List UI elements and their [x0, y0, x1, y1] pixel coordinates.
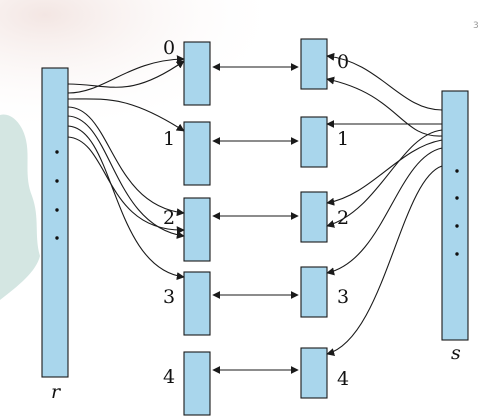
r-to-partition-2-arrow [67, 136, 185, 235]
relation-r-label: r [51, 381, 62, 403]
r-partition-4 [183, 351, 211, 416]
r-ellipsis-dot [55, 179, 59, 183]
s-partition-0 [300, 38, 328, 90]
r-ellipsis-dot [55, 236, 59, 240]
r-to-partition-2-arrow [67, 106, 185, 217]
r-partition-3 [183, 271, 211, 336]
s-partition-2 [300, 191, 328, 243]
s-to-partition-0-arrow [326, 52, 443, 111]
relation-s-label: s [451, 342, 461, 364]
s-to-partition-2-arrow [326, 139, 443, 206]
s-partition-label-2: 2 [337, 207, 349, 229]
s-partition-label-0: 0 [337, 51, 349, 73]
r-to-partition-0-arrow [67, 55, 185, 94]
r-partition-label-2: 2 [163, 207, 175, 229]
s-partition-3 [300, 266, 328, 318]
s-ellipsis-dot [455, 224, 459, 228]
s-partition-1 [300, 116, 328, 168]
relation-r [41, 67, 69, 378]
relation-s [441, 90, 469, 341]
r-partition-2 [183, 197, 211, 262]
r-partition-0 [183, 41, 211, 106]
s-ellipsis-dot [455, 196, 459, 200]
r-to-partition-2-arrow [67, 115, 185, 239]
r-partition-label-3: 3 [163, 286, 175, 308]
s-to-partition-2-arrow [326, 129, 443, 228]
s-partition-label-1: 1 [337, 128, 349, 150]
s-to-partition-4-arrow [326, 165, 443, 356]
s-partition-label-3: 3 [337, 286, 349, 308]
r-to-partition-1-arrow [67, 98, 185, 132]
s-ellipsis-dot [455, 252, 459, 256]
r-ellipsis-dot [55, 208, 59, 212]
corner-mark: 3 [473, 21, 479, 31]
s-ellipsis-dot [455, 169, 459, 173]
r-partition-1 [183, 121, 211, 186]
r-partition-label-1: 1 [163, 128, 175, 150]
r-partition-label-0: 0 [163, 37, 175, 59]
r-ellipsis-dot [55, 150, 59, 154]
background-decoration [0, 114, 40, 300]
s-to-partition-3-arrow [326, 147, 443, 276]
s-partition-4 [300, 347, 328, 399]
s-partition-label-4: 4 [337, 368, 349, 390]
s-to-partition-0-arrow [326, 76, 443, 137]
r-partition-label-4: 4 [163, 366, 175, 388]
r-to-partition-0-arrow [67, 60, 185, 88]
r-to-partition-3-arrow [67, 125, 185, 281]
